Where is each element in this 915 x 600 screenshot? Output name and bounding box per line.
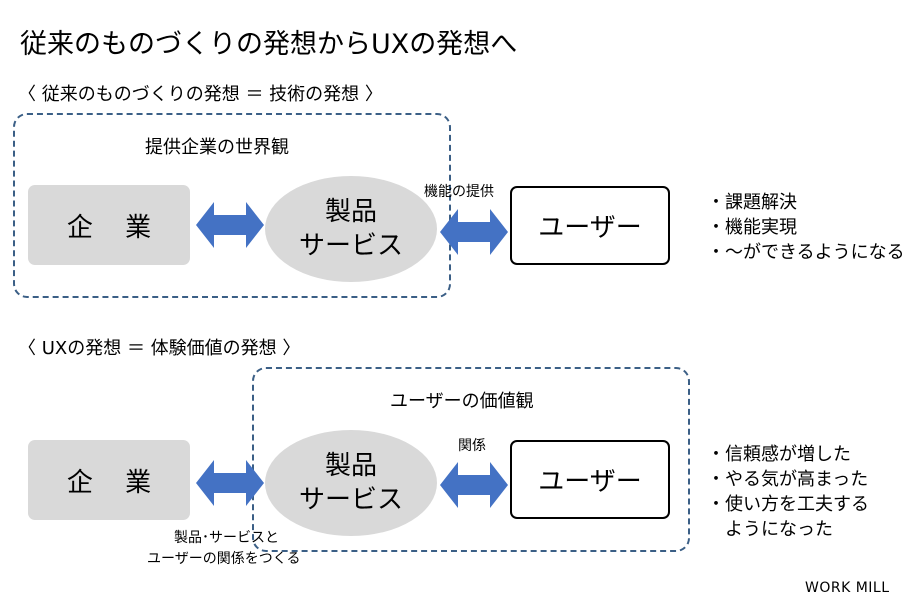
section2-note-line2: ユーザーの関係をつくる [147,551,301,567]
section2-product-ellipse: 製品 サービス [265,430,437,536]
page-title: 従来のものづくりの発想からUXの発想へ [20,29,518,60]
section2-heading: 〈 UXの発想 ＝ 体験価値の発想 〉 [18,338,301,359]
section2-frame-label: ユーザーの価値観 [390,391,534,412]
section2-bullet: ようになった [707,519,833,540]
section1-bullet: ・機能実現 [707,217,797,238]
section1-frame [13,113,451,298]
section2-note-line1: 製品･サービスと [174,530,279,546]
section2-double-arrow-right [440,462,508,508]
section1-double-arrow-left [196,202,264,248]
section2-bullets: ・信頼感が増した ・やる気が高まった ・使い方を工夫する ようになった [707,442,869,542]
section2-user-box: ユーザー [510,440,670,519]
section2-bullet: ・信頼感が増した [707,444,851,465]
section1-company-box: 企 業 [28,185,190,265]
section1-product-ellipse: 製品 サービス [265,176,437,282]
section1-double-arrow-right [440,209,508,255]
brand-label: WORK MILL [805,580,890,596]
section1-heading: 〈 従来のものづくりの発想 ＝ 技術の発想 〉 [18,84,383,105]
section1-bullet: ・～ができるようになる [707,242,905,263]
section1-bullets: ・課題解決 ・機能実現 ・～ができるようになる [707,190,905,265]
section2-company-box: 企 業 [28,440,190,520]
section1-frame-label: 提供企業の世界観 [145,137,289,158]
section2-bullet: ・やる気が高まった [707,469,869,490]
section2-double-arrow-left [196,460,264,506]
section1-bullet: ・課題解決 [707,192,797,213]
section1-arrow-label: 機能の提供 [424,184,494,200]
section2-arrow-label: 関係 [458,438,486,454]
section1-user-box: ユーザー [510,186,670,265]
section2-frame [252,367,690,552]
section2-bullet: ・使い方を工夫する [707,494,869,515]
